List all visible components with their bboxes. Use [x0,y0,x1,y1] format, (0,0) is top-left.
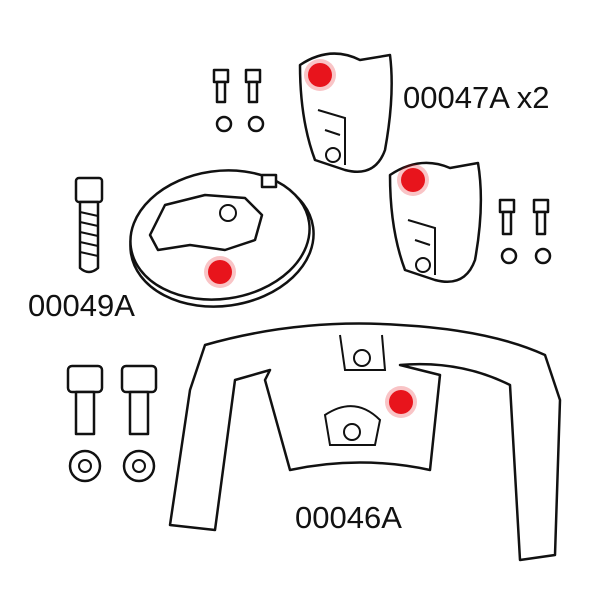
hotspot-cylinder-anode-1[interactable] [308,63,332,87]
hotspot-u-anode[interactable] [389,390,413,414]
part-label-00046a: 00046A [295,500,402,535]
part-label-00049a: 00049A [28,288,135,323]
disc-anode [129,169,315,308]
long-screw [74,176,104,274]
bolts-bottom-left [66,364,158,483]
cylinder-anode-2 [388,161,483,283]
hotspot-cylinder-anode-2[interactable] [401,168,425,192]
hotspot-disc-anode[interactable] [208,260,232,284]
small-screws-right [498,198,552,265]
part-label-00047a: 00047A x2 [403,80,550,115]
small-screws-left [212,68,265,133]
u-anode [168,322,562,562]
